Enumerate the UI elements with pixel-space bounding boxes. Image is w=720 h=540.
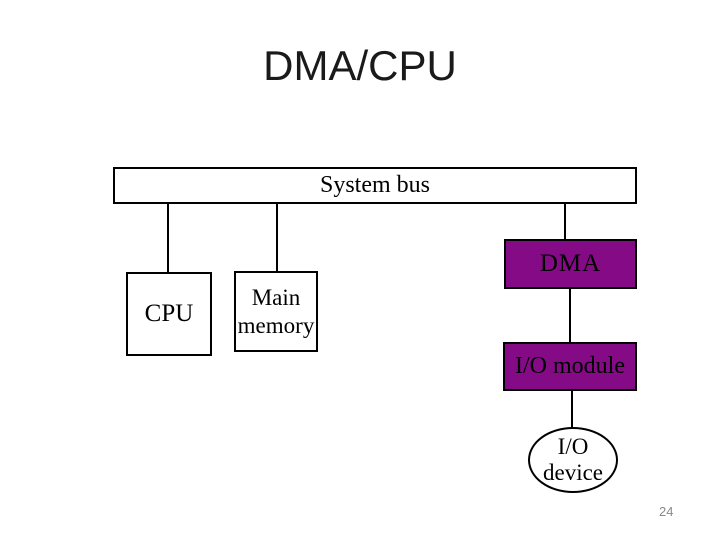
page-number: 24 — [659, 504, 674, 519]
connector-io-module-to-io-device — [571, 391, 573, 428]
system-bus-box: System bus — [113, 167, 637, 204]
io-device-label: I/O device — [542, 433, 603, 485]
connector-dma-to-io-module — [569, 289, 571, 342]
system-bus-label: System bus — [319, 172, 430, 198]
connector-bus-to-dma — [564, 203, 566, 239]
io-module-box: I/O module — [503, 342, 637, 391]
connector-bus-to-main-memory — [276, 203, 278, 271]
io-device-ellipse: I/O device — [528, 427, 618, 493]
dma-box: DMA — [504, 239, 637, 289]
main-memory-label: Main memory — [237, 285, 315, 338]
dma-label: DMA — [539, 250, 602, 277]
cpu-box: CPU — [126, 272, 212, 356]
cpu-label: CPU — [144, 300, 194, 327]
io-module-label: I/O module — [515, 353, 625, 379]
connector-bus-to-cpu — [167, 203, 169, 272]
slide-title: DMA/CPU — [263, 42, 457, 89]
main-memory-box: Main memory — [234, 271, 318, 352]
